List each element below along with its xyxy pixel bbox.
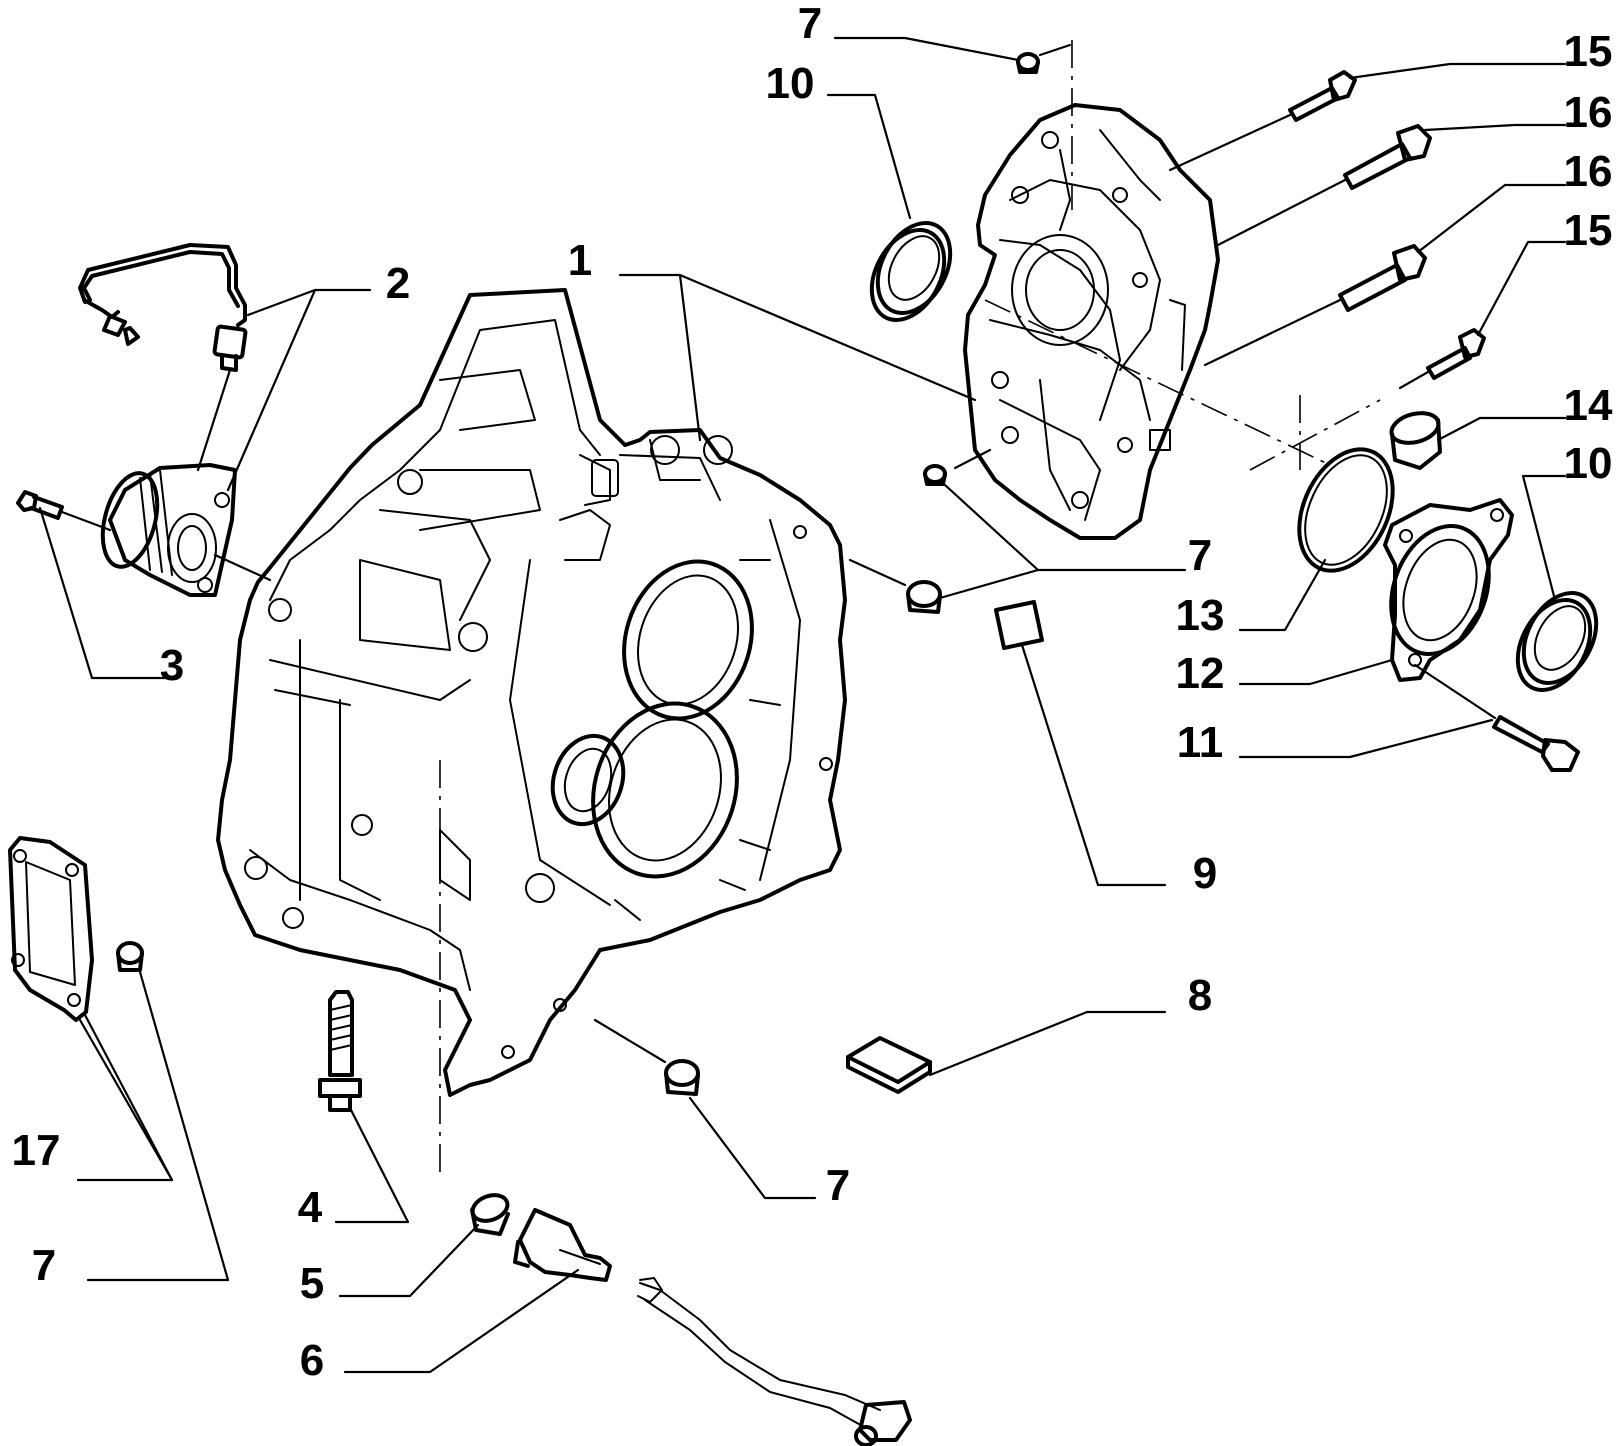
callout-5: 5 (300, 1259, 324, 1308)
bolt-15-top (1288, 70, 1357, 122)
plug-5 (470, 1193, 510, 1236)
bolt-15-mid (1426, 328, 1486, 380)
callout-15-mid: 15 (1564, 206, 1613, 255)
callout-8: 8 (1188, 971, 1212, 1020)
callout-1: 1 (568, 236, 592, 285)
pad-8 (846, 1036, 932, 1094)
oil-seal-10-right (1515, 591, 1599, 692)
clutch-slave-cylinder (100, 463, 237, 597)
bolt-16-mid (1338, 244, 1427, 312)
callout-15-top: 15 (1564, 27, 1613, 76)
callout-7-top: 7 (798, 0, 822, 48)
bearing-flange-12 (1383, 498, 1514, 682)
rear-cover (963, 103, 1220, 540)
callout-17: 17 (12, 1126, 61, 1175)
dowel-pin-7-bottom (664, 1059, 700, 1096)
callout-7-left: 7 (32, 1241, 56, 1290)
callout-7-mid: 7 (1188, 531, 1212, 580)
bolt-16-top (1343, 124, 1432, 190)
callout-3: 3 (160, 641, 184, 690)
sensor-6 (513, 1208, 612, 1282)
plate-9 (994, 600, 1044, 650)
clutch-hydraulic-pipe (78, 243, 248, 372)
callout-7-bottom: 7 (826, 1161, 850, 1210)
sensor-cable (637, 1277, 912, 1446)
callout-11: 11 (1177, 718, 1224, 767)
callout-4: 4 (298, 1183, 323, 1232)
bushing-14 (1389, 411, 1442, 470)
dowel-pin-7-mid-cover (923, 464, 947, 486)
callout-6: 6 (300, 1336, 324, 1385)
callout-10-right: 10 (1564, 439, 1613, 488)
callout-9: 9 (1193, 849, 1217, 898)
oil-seal-10-top (869, 221, 953, 322)
callout-13: 13 (1176, 591, 1225, 640)
stud-bolt-4 (318, 990, 362, 1112)
cover-plate-17 (8, 836, 94, 1022)
callout-16-mid: 16 (1564, 147, 1613, 196)
o-ring-13 (1297, 447, 1395, 573)
bolt-11 (1492, 715, 1580, 772)
gearbox-housing (216, 288, 847, 1097)
callout-12: 12 (1176, 649, 1225, 698)
dowel-pin-7-top (1016, 52, 1040, 74)
dowel-pin-7-mid (906, 580, 942, 614)
bolt-3 (16, 490, 64, 520)
dowel-pin-7-left (116, 941, 144, 972)
callout-labels: 1 2 3 4 5 6 7 7 7 7 8 9 10 10 11 12 13 1… (12, 0, 1613, 1385)
callout-10-top: 10 (766, 59, 815, 108)
callout-2: 2 (386, 259, 410, 308)
leader-lines (38, 36, 1567, 1374)
callout-16-top: 16 (1564, 88, 1613, 137)
callout-14: 14 (1564, 381, 1613, 430)
